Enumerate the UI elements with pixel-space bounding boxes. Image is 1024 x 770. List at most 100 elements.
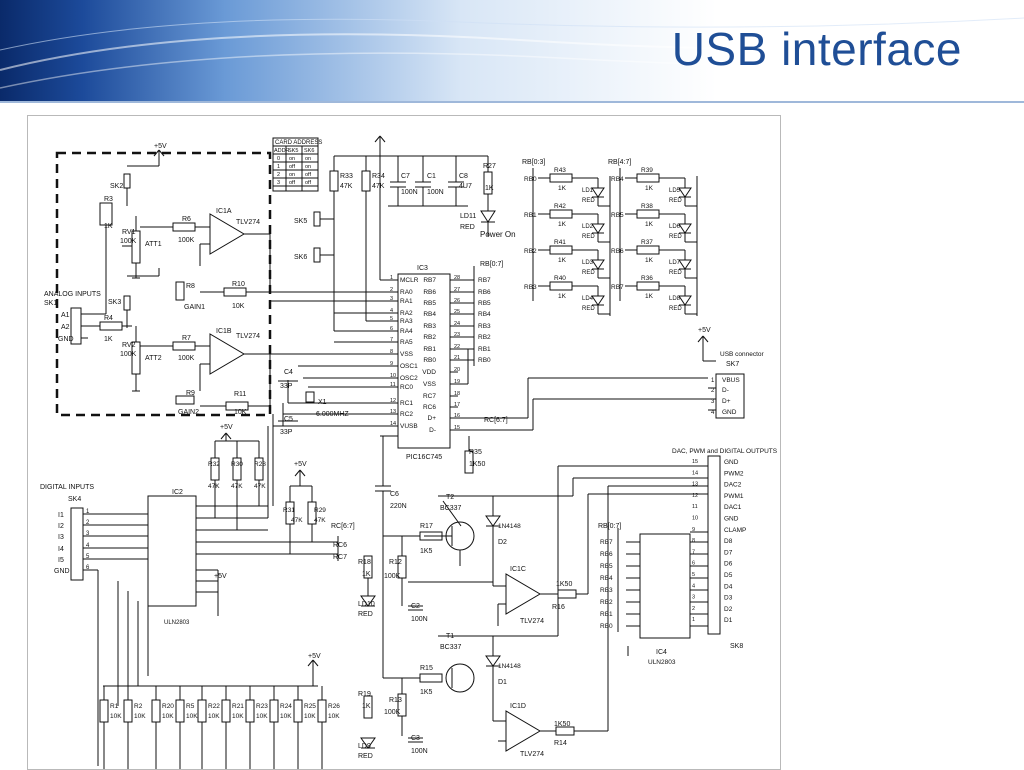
mcu-right-pin-label: VDD: [422, 369, 436, 376]
led-label: LD5: [669, 188, 681, 194]
card-address-cell: 0: [277, 156, 280, 162]
network-resistor-value: 10K: [232, 713, 244, 720]
mcu-right-pin-label: RB5: [423, 300, 436, 307]
resistor-r6: [172, 222, 196, 232]
c7-label: C7: [401, 173, 410, 180]
led-diode: [591, 259, 605, 270]
mcu-left-pin-num: 7: [390, 337, 393, 343]
power-on-label: Power On: [480, 230, 516, 239]
circuit-schematic: RB0R431KLD1REDRB1R421KLD2REDRB2R411KLD3R…: [40, 135, 778, 769]
r4-label: R4: [104, 315, 113, 322]
led-color: RED: [669, 198, 682, 204]
led-diode: [678, 295, 692, 306]
output-pin-num: 10: [692, 516, 698, 522]
card-address-cell: on: [289, 172, 295, 178]
mcu-left-pin-num: 6: [390, 326, 393, 332]
mcu-right-pin-num: 27: [454, 287, 460, 293]
ic2-label: IC2: [172, 489, 183, 496]
mcu-right-pin-label: RB0: [423, 357, 436, 364]
mcu-left-pin-num: 4: [390, 308, 393, 314]
led-resistor-label: R40: [554, 275, 566, 282]
mcu-ic3: [397, 273, 451, 449]
network-resistor-label: R2: [134, 703, 143, 710]
digital-pin-label: I4: [58, 546, 64, 553]
mcu-left-pin-label: RA5: [400, 339, 413, 346]
output-rb-label: RB1: [600, 611, 613, 618]
network-resistor-value: 10K: [162, 713, 174, 720]
rc6-label: RC6: [333, 542, 347, 549]
digital-pin-num: 2: [86, 520, 90, 526]
sk8-connector: [707, 455, 721, 635]
r34-value: 47K: [372, 183, 385, 190]
output-pin-label: PWM1: [724, 493, 744, 500]
output-pin-label: D3: [724, 595, 733, 602]
led-resistor-value: 1K: [645, 293, 654, 300]
output-pin-label: D2: [724, 606, 733, 613]
network-resistor-label: R20: [162, 703, 174, 710]
ic4-part: ULN2803: [648, 659, 676, 666]
transistor-t1: [445, 663, 475, 693]
network-resistor-label: R26: [328, 703, 340, 710]
network-resistor-label: R24: [280, 703, 292, 710]
mcu-right-pin-num: 25: [454, 309, 460, 315]
network-resistor-value: 10K: [208, 713, 220, 720]
c8-value: 4U7: [459, 183, 472, 190]
card-address-table: [272, 137, 319, 192]
digital-pin-num: 5: [86, 554, 90, 560]
t2-label: T2: [446, 494, 454, 501]
led-label: LD4: [582, 296, 594, 302]
mcu-rb-net-label: RB3: [478, 323, 491, 330]
analog-section-border: [55, 151, 272, 417]
outputs-section-label: DAC, PWM and DIGITAL OUTPUTS: [672, 448, 778, 455]
mcu-rb-net-label: RB1: [478, 346, 491, 353]
output-pin-label: D1: [724, 617, 733, 624]
output-pin-label: D5: [724, 572, 733, 579]
resistor-r19: [363, 695, 373, 719]
card-address-col-sk5: SK5: [288, 148, 298, 154]
r27-value: 1K: [485, 185, 494, 192]
led-diode: [678, 223, 692, 234]
mcu-left-pin-label: OSC2: [400, 375, 418, 382]
network-resistor: [221, 699, 231, 723]
output-pin-num: 15: [692, 459, 698, 465]
sk6-jumper: [313, 247, 321, 263]
output-pin-num: 6: [692, 561, 695, 567]
mcu-left-pin-num: 9: [390, 361, 393, 367]
output-pin-label: D8: [724, 538, 733, 545]
led-diode: [678, 259, 692, 270]
led-rb-label: RB5: [611, 212, 624, 219]
t1-label: T1: [446, 633, 454, 640]
r15-value: 1K5: [420, 689, 433, 696]
led-resistor: [549, 281, 573, 291]
r34-label: R34: [372, 173, 385, 180]
digital-pin-num: 6: [86, 565, 90, 571]
d1-part: 1N4148: [498, 663, 521, 670]
rv1-label: RV1: [122, 229, 136, 236]
mcu-right-pin-num: 18: [454, 391, 460, 397]
digital-pin-label: I3: [58, 534, 64, 541]
r32-value: 47K: [208, 483, 220, 490]
led-label: LD1: [582, 188, 594, 194]
r8-label: R8: [186, 283, 195, 290]
sk7-label: SK7: [726, 361, 739, 368]
led-resistor-label: R42: [554, 203, 566, 210]
usb-pin-num: 4: [711, 410, 715, 416]
led-resistor: [636, 281, 660, 291]
resistor-r4: [99, 321, 123, 331]
mcu-left-pin-label: OSC1: [400, 363, 418, 370]
ic1a-label: IC1A: [216, 208, 232, 215]
att1-label: ATT1: [145, 241, 162, 248]
output-pin-label: D6: [724, 561, 733, 568]
network-resistor-value: 10K: [110, 713, 122, 720]
led-diode: [678, 187, 692, 198]
led-resistor-value: 1K: [645, 185, 654, 192]
mcu-right-pin-num: 23: [454, 332, 460, 338]
led-resistor-value: 1K: [558, 257, 567, 264]
mcu-left-pin-label: RC2: [400, 411, 413, 418]
mcu-right-pin-label: RC6: [423, 404, 436, 411]
header-wave-decoration: [0, 17, 1024, 89]
mcu-left-pin-label: RA1: [400, 298, 413, 305]
mcu-rb-net-label: RB6: [478, 289, 491, 296]
usb-connector-label: USB connector: [720, 351, 765, 358]
mcu-right-pin-num: 21: [454, 355, 460, 361]
